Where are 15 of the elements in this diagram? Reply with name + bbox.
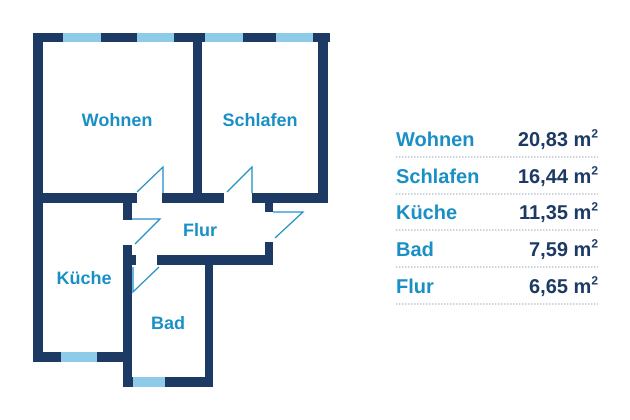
room-name: Schlafen	[396, 167, 480, 187]
room-name: Flur	[396, 277, 434, 297]
area-value: 6,65 m$^{2}$	[529, 277, 598, 297]
area-value: 11,35 m$^{2}$	[519, 203, 598, 223]
area-value: 7,59 m$^{2}$	[529, 240, 598, 260]
room-name: Bad	[396, 240, 434, 260]
room-label: Flur	[183, 221, 217, 239]
room-label: Küche	[56, 269, 112, 287]
area-value: 16,44 m$^{2}$	[518, 167, 598, 187]
room-label: Bad	[151, 314, 185, 332]
area-value: 20,83 m$^{2}$	[518, 130, 598, 150]
room-label: Wohnen	[82, 111, 152, 129]
room-name: Küche	[396, 203, 458, 223]
room-name: Wohnen	[396, 130, 475, 150]
room-label: Schlafen	[222, 111, 298, 129]
